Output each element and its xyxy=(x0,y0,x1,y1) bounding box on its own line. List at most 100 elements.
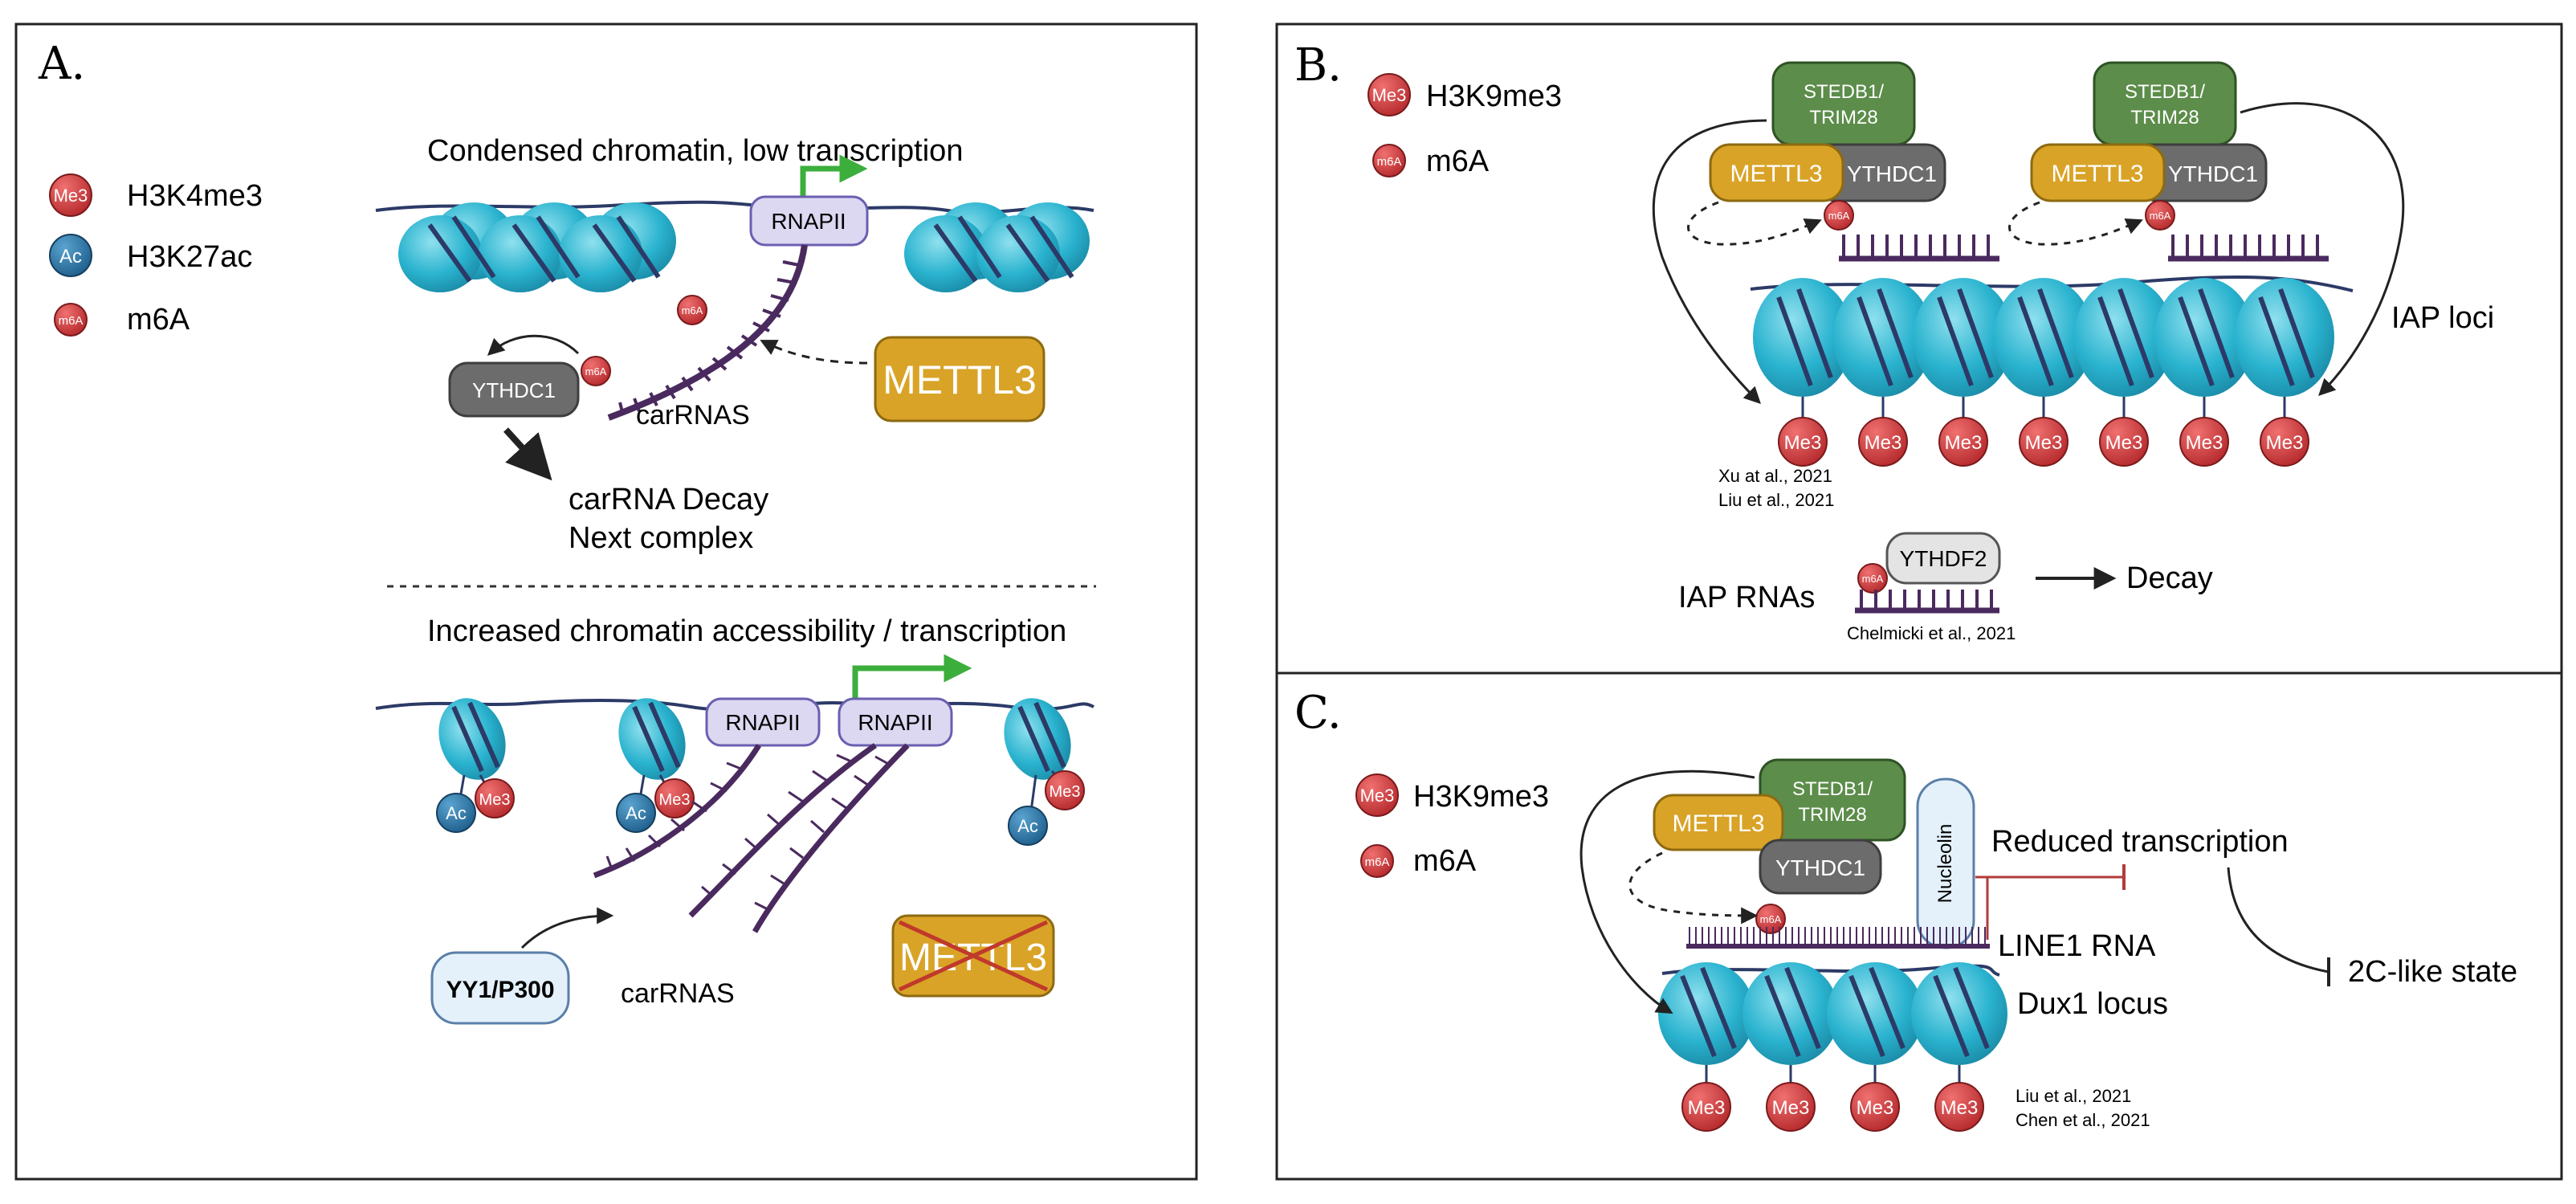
me3-label: Me3 xyxy=(1688,1097,1726,1119)
mettl3-box-top xyxy=(874,336,1045,422)
marks-nucleosome-2: Ac Me3 xyxy=(616,774,695,833)
nucleosome-open-1 xyxy=(438,698,506,780)
ythdc1-recognition-arrow xyxy=(487,334,580,356)
iap-rna-comb-bottom xyxy=(1855,590,1999,614)
rnapii-box-bottom-1 xyxy=(705,697,821,747)
line1-rna-comb xyxy=(1686,927,1990,949)
me3-badge-icon xyxy=(1355,773,1399,817)
reference-c-1: Liu et al., 2021 xyxy=(2016,1086,2131,1106)
mettl3-dashed-arrow xyxy=(760,340,868,365)
ac-mark xyxy=(616,793,656,833)
panel-b-letter: B. xyxy=(1294,39,1342,92)
nucleosome-open-2 xyxy=(618,698,686,780)
legend-b-label-h3k9me3: H3K9me3 xyxy=(1426,80,1562,113)
iap-rna-comb-right xyxy=(2168,235,2329,262)
marks-nucleosome-1: Ac Me3 xyxy=(436,774,515,833)
ac-mark xyxy=(1008,806,1048,846)
me3-badge-icon xyxy=(49,173,92,217)
nucleosome xyxy=(904,215,988,292)
stedb1-label-line2: TRIM28 xyxy=(1809,107,1877,129)
m6a-badge-icon xyxy=(54,303,88,337)
dux1-locus-label: Dux1 locus xyxy=(2017,987,2168,1021)
yy1-p300-label: YY1/P300 xyxy=(446,977,554,1003)
ythdc1-box-a xyxy=(448,361,580,418)
nucleosome-open-3 xyxy=(1004,698,1071,780)
me3-mark xyxy=(2260,417,2309,467)
carrna-strand-top xyxy=(607,244,808,421)
nucleosome xyxy=(479,215,562,292)
panel-a-bottom-title: Increased chromatin accessibility / tran… xyxy=(427,614,1066,648)
iap-rna-comb-left xyxy=(1839,235,1999,262)
decay-line1: carRNA Decay xyxy=(569,483,768,516)
nucleosome-cluster-top-right xyxy=(904,202,1090,292)
m6a-label-top: m6A xyxy=(682,304,703,316)
ythdf2-label: YTHDF2 xyxy=(1900,546,1987,571)
m6a-mark xyxy=(2145,200,2175,231)
nucleosome xyxy=(398,215,482,292)
ac-badge-icon xyxy=(49,234,92,277)
me3-mark xyxy=(2179,417,2229,467)
decay-line2: Next complex xyxy=(569,521,753,555)
cross-line-2 xyxy=(898,920,1049,992)
me3-label: Me3 xyxy=(1857,1097,1894,1119)
panel-c-frame xyxy=(1275,671,2563,1181)
nucleolin-label: Nucleolin xyxy=(1934,824,1956,904)
me3-mark xyxy=(1938,417,1988,467)
legend-c-badge-me3: Me3 xyxy=(1360,786,1395,806)
yy1-arrow xyxy=(520,907,614,949)
stedb1-label-line2: TRIM28 xyxy=(2130,107,2199,129)
complex-b-right: STEDB1/ TRIM28 YTHDC1 METTL3 m6A xyxy=(2008,61,2268,246)
reference-c-2: Chen et al., 2021 xyxy=(2016,1110,2150,1130)
panel-a-frame xyxy=(14,22,1198,1181)
ac-label: Ac xyxy=(626,803,646,823)
legend-a-badge-ac: Ac xyxy=(59,246,82,267)
ythdf2-box xyxy=(1885,532,2001,585)
nucleosome-cluster-top-left xyxy=(398,202,676,292)
panel-a-letter: A. xyxy=(38,38,85,90)
m6a-mark xyxy=(1824,200,1854,231)
m6a-mark-top xyxy=(677,295,707,325)
me3-label: Me3 xyxy=(1050,783,1081,801)
me3-mark xyxy=(1045,770,1085,810)
curved-arrow-b-right xyxy=(2240,102,2405,396)
nucleosome xyxy=(1004,698,1071,780)
reduced-transcription-label: Reduced transcription xyxy=(1991,825,2289,859)
nucleosome-row-b xyxy=(1753,278,2334,397)
legend-c-badge-m6a: m6A xyxy=(1365,855,1390,869)
me3-label: Me3 xyxy=(2105,432,2143,454)
nucleosome xyxy=(618,698,686,780)
mettl3-crossed: METTL3 xyxy=(891,914,1055,998)
ac-label: Ac xyxy=(1017,816,1038,836)
m6a-label: m6A xyxy=(2150,210,2171,222)
m6a-mark-ythdc1 xyxy=(581,356,611,386)
me3-label: Me3 xyxy=(1945,432,1983,454)
me3-label: Me3 xyxy=(2186,432,2223,454)
legend-b: Me3 H3K9me3 m6A m6A xyxy=(1367,73,1562,178)
legend-c: Me3 H3K9me3 m6A m6A xyxy=(1355,773,1549,878)
transcription-arrow-top xyxy=(800,154,868,202)
stedb1-box xyxy=(1771,61,1916,146)
mettl3-label-top: METTL3 xyxy=(882,357,1037,402)
panel-c-letter: C. xyxy=(1294,687,1342,739)
me3-mark xyxy=(2099,417,2149,467)
me3-label: Me3 xyxy=(1941,1097,1979,1119)
ac-mark xyxy=(436,793,476,833)
mettl3-box-c xyxy=(1653,794,1784,851)
decay-arrow xyxy=(503,427,552,481)
me3-badge-icon xyxy=(1367,73,1411,116)
legend-a-badge-me3: Me3 xyxy=(54,186,88,206)
legend-a-badge-m6a: m6A xyxy=(59,314,84,328)
nucleosome-row-c xyxy=(1658,962,2007,1065)
carrnas-label-top: carRNAS xyxy=(636,400,750,431)
nucleosome xyxy=(438,698,506,780)
inhibit-curve-2c xyxy=(2227,867,2329,973)
iap-loci-label: IAP loci xyxy=(2391,301,2494,335)
reference-b-3: Chelmicki et al., 2021 xyxy=(1847,623,2016,643)
reference-b-1: Xu at al., 2021 xyxy=(1718,466,1832,486)
stedb1-label-c-line2: TRIM28 xyxy=(1798,804,1866,826)
me3-mark xyxy=(475,778,515,818)
stedb1-label-c-line1: STEDB1/ xyxy=(1792,778,1873,800)
legend-b-label-m6a: m6A xyxy=(1426,145,1490,178)
yy1-p300-box xyxy=(430,951,570,1025)
